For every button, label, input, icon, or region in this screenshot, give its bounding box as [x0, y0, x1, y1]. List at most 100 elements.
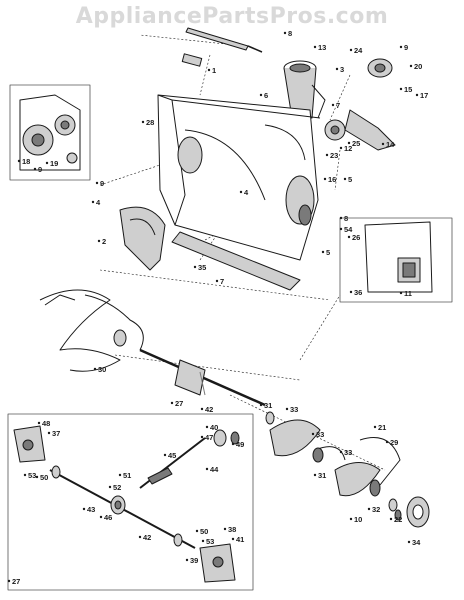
- callout-6: 6: [264, 91, 268, 100]
- part-chute-crank: [181, 27, 263, 67]
- callout-18: 18: [22, 157, 30, 166]
- part-auger-housing: [157, 94, 321, 261]
- callout-32: 32: [372, 505, 380, 514]
- part-inset-pulleys: [19, 94, 81, 171]
- callout-leader-dot: [205, 425, 209, 429]
- callout-leader-dot: [347, 235, 351, 239]
- callout-leader-dot: [331, 103, 335, 107]
- callout-31: 31: [318, 471, 326, 480]
- callout-leader-dot: [170, 401, 174, 405]
- callout-13: 13: [318, 43, 326, 52]
- part-side-blade: [119, 206, 166, 271]
- callout-leader-dot: [201, 539, 205, 543]
- callout-36: 36: [354, 288, 362, 297]
- callout-43: 43: [87, 505, 95, 514]
- callout-10: 10: [354, 515, 362, 524]
- callout-38: 38: [228, 525, 236, 534]
- callout-2: 2: [102, 237, 106, 246]
- callout-leader-dot: [313, 473, 317, 477]
- part-gear-47: [213, 429, 240, 447]
- callout-leader-dot: [367, 507, 371, 511]
- callout-9: 9: [38, 165, 42, 174]
- callout-leader-dot: [33, 167, 37, 171]
- callout-leader-dot: [223, 527, 227, 531]
- callout-leader-dot: [138, 535, 142, 539]
- callout-16: 16: [328, 175, 336, 184]
- watermark: AppliancePartsPros.com: [75, 4, 389, 29]
- inset-box-side-panel: [339, 217, 453, 303]
- callout-17: 17: [420, 91, 428, 100]
- callout-12: 12: [344, 144, 352, 153]
- callout-leader-dot: [373, 425, 377, 429]
- callout-45: 45: [168, 451, 176, 460]
- callout-25: 25: [352, 139, 360, 148]
- callout-leader-dot: [95, 181, 99, 185]
- part-side-panel: [364, 221, 433, 293]
- callout-40: 40: [210, 423, 218, 432]
- callout-leader-dot: [99, 515, 103, 519]
- callout-30: 30: [98, 365, 106, 374]
- callout-27: 27: [12, 577, 20, 586]
- callout-leader-dot: [349, 290, 353, 294]
- callout-24: 24: [354, 46, 363, 55]
- callout-leader-dot: [415, 93, 419, 97]
- callout-leader-dot: [321, 250, 325, 254]
- part-shave-plate: [171, 231, 301, 291]
- callout-35: 35: [198, 263, 206, 272]
- callout-51: 51: [123, 471, 131, 480]
- callout-leader-dot: [349, 517, 353, 521]
- callout-leader-dot: [193, 265, 197, 269]
- callout-leader-dot: [141, 120, 145, 124]
- part-auger-shaft: [139, 348, 266, 407]
- callout-leader-dot: [35, 475, 39, 479]
- callout-leader-dot: [215, 279, 219, 283]
- callout-23: 23: [330, 151, 338, 160]
- callout-leader-dot: [285, 407, 289, 411]
- callout-21: 21: [378, 423, 386, 432]
- callout-19: 19: [50, 159, 58, 168]
- callout-leader-dot: [37, 421, 41, 425]
- callout-41: 41: [236, 535, 244, 544]
- callout-leader-dot: [347, 141, 351, 145]
- callout-leader-dot: [185, 558, 189, 562]
- part-auger-spiral: [39, 289, 144, 372]
- callout-leader-dot: [323, 177, 327, 181]
- callout-26: 26: [352, 233, 360, 242]
- callout-1: 1: [212, 66, 216, 75]
- callout-leader-dot: [349, 48, 353, 52]
- callout-leader-dot: [82, 507, 86, 511]
- callout-leader-dot: [313, 45, 317, 49]
- callout-53: 53: [206, 537, 214, 546]
- callout-leader-dot: [311, 432, 315, 436]
- callout-4: 4: [96, 198, 101, 207]
- callout-leader-dot: [399, 291, 403, 295]
- part-belt-cover: [324, 58, 396, 151]
- callout-leader-dot: [339, 216, 343, 220]
- callout-9: 9: [404, 43, 408, 52]
- callout-leader-dot: [259, 93, 263, 97]
- callout-20: 20: [414, 62, 422, 71]
- callout-leader-dot: [118, 473, 122, 477]
- callout-48: 48: [42, 419, 50, 428]
- callout-52: 52: [113, 483, 121, 492]
- callout-54: 54: [344, 225, 353, 234]
- callout-leader-dot: [93, 367, 97, 371]
- callout-leader-dot: [339, 227, 343, 231]
- inset-box-chute-drive: [9, 84, 91, 181]
- callout-50: 50: [200, 527, 208, 536]
- callout-leader-dot: [17, 159, 21, 163]
- inset-box-impeller-shaft: [7, 413, 254, 591]
- parts-drawing: [7, 27, 453, 591]
- callout-3: 3: [340, 65, 344, 74]
- callout-leader-dot: [259, 403, 263, 407]
- callout-leader-dot: [407, 540, 411, 544]
- callout-42: 42: [205, 405, 213, 414]
- part-washers: [265, 411, 402, 521]
- callout-leader-dot: [325, 153, 329, 157]
- callout-9: 9: [100, 179, 104, 188]
- part-bearing-34: [406, 496, 430, 528]
- callout-leader-dot: [343, 177, 347, 181]
